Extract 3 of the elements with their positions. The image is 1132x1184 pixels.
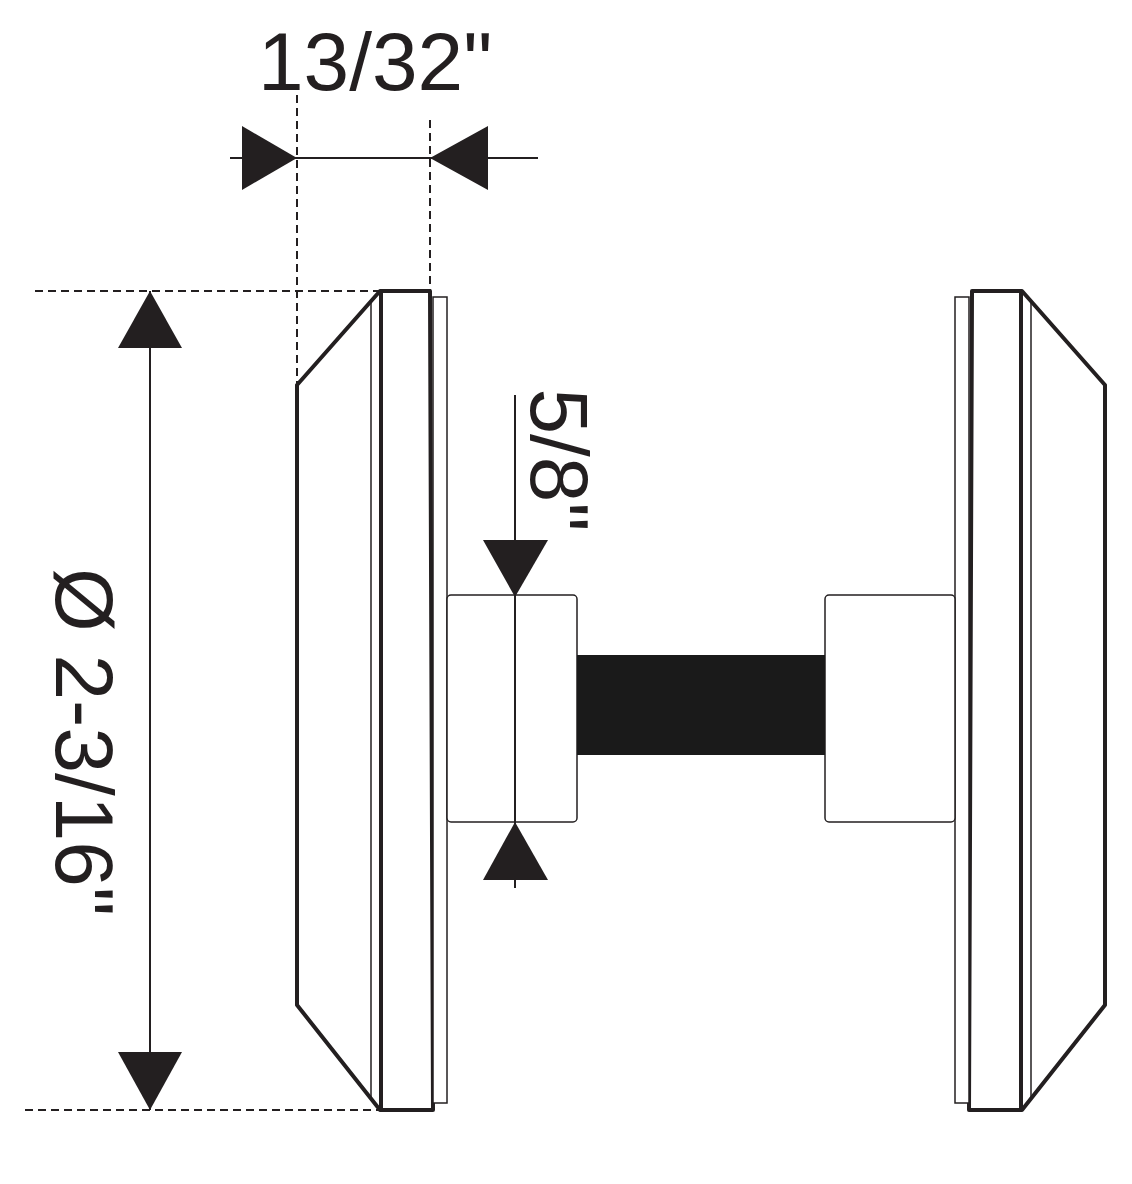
dimension-label: 13/32": [258, 21, 493, 103]
dimension-label: 5/8": [517, 388, 600, 532]
dimension-label: Ø 2-3/16": [43, 567, 126, 917]
